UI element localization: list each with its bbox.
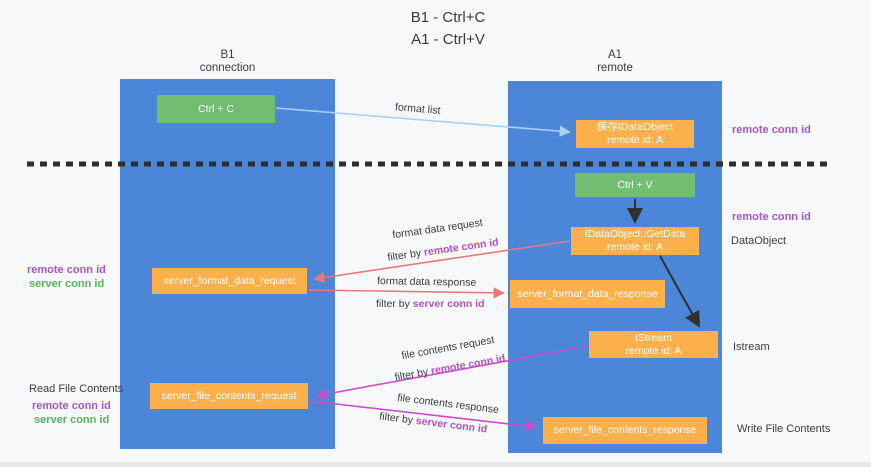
node-ctrl-c-label: Ctrl + C: [198, 102, 234, 115]
node-istream-line1: IStream: [635, 331, 672, 344]
annotation-read-file-contents: Read File Contents: [29, 383, 124, 395]
lifeline-b1-role: connection: [199, 62, 256, 74]
lifeline-b1-name: B1: [220, 49, 235, 61]
filter-by-text: filter by: [386, 246, 425, 264]
node-save-idataobject-line1: 保存IDataObject: [596, 121, 674, 133]
remote-conn-id-key: remote conn id: [423, 236, 500, 259]
lifeline-header-b1: B1 connection: [120, 49, 335, 75]
annotation-remote-conn-id-mid: remote conn id: [732, 211, 811, 223]
title-line-2: A1 - Ctrl+V: [411, 31, 485, 48]
annotation-left-remote-conn-id-1: remote conn id: [27, 264, 106, 276]
format-data-response-arrow: [308, 287, 505, 299]
annotation-write-file-contents: Write File Contents: [737, 423, 831, 435]
filter-by-text: filter by: [393, 365, 433, 384]
node-istream: IStream remote id: A: [589, 331, 718, 358]
lifeline-a1-name: A1: [607, 49, 623, 61]
node-ctrl-v: Ctrl + V: [575, 173, 695, 197]
node-server-file-contents-response: server_file_contents_response: [543, 417, 707, 444]
label-format-data-response: format data response: [376, 275, 477, 289]
node-ctrl-v-label: Ctrl + V: [617, 178, 653, 191]
annotation-istream: Istream: [733, 341, 770, 353]
node-format-response-label: server_format_data_response: [517, 287, 658, 300]
filter-by-text: filter by: [376, 298, 413, 310]
server-conn-id-key: server conn id: [412, 298, 485, 310]
node-save-idataobject-line2: remote id: A: [606, 134, 664, 146]
node-server-format-data-response: server_format_data_response: [510, 280, 665, 308]
node-format-request-label: server_format_data_request: [163, 274, 296, 287]
bottom-edge-strip: [0, 462, 871, 467]
node-file-response-label: server_file_contents_response: [553, 424, 697, 436]
filter-by-text: filter by: [378, 410, 417, 427]
annotation-left-remote-conn-id-2: remote conn id: [32, 400, 111, 412]
label-file-contents-response-filter: filter by server conn id: [379, 410, 488, 435]
label-format-data-response-filter: filter by server conn id: [376, 298, 485, 310]
server-conn-id-key: server conn id: [415, 414, 488, 436]
remote-conn-id-key: remote conn id: [430, 352, 507, 378]
lifeline-a1-role: remote: [597, 62, 633, 74]
annotation-dataobject: DataObject: [731, 235, 787, 247]
node-server-format-data-request: server_format_data_request: [152, 268, 307, 294]
node-server-file-contents-request: server_file_contents_request: [150, 383, 308, 409]
node-idataobject-getdata: IDataObject::GetData remote id: A: [571, 227, 699, 255]
node-save-idataobject: 保存IDataObject remote id: A: [576, 120, 694, 148]
diagram-title: B1 - Ctrl+C A1 - Ctrl+V: [411, 7, 486, 51]
node-istream-line2: remote id: A: [625, 344, 682, 357]
lifeline-header-a1: A1 remote: [508, 49, 722, 75]
annotation-left-server-conn-id-1: server conn id: [29, 278, 105, 290]
label-format-data-request: format data request: [391, 216, 484, 242]
label-format-data-request-filter: filter by remote conn id: [387, 236, 500, 263]
node-getdata-line1: IDataObject::GetData: [584, 228, 686, 240]
annotation-remote-conn-id-top: remote conn id: [732, 124, 811, 136]
node-file-request-label: server_file_contents_request: [161, 389, 297, 402]
node-ctrl-c: Ctrl + C: [157, 95, 275, 123]
label-file-contents-response: file contents response: [396, 391, 500, 417]
annotation-left-server-conn-id-2: server conn id: [34, 414, 110, 426]
node-getdata-line2: remote id: A: [606, 241, 664, 253]
title-line-1: B1 - Ctrl+C: [410, 9, 486, 26]
label-format-list: format list: [394, 101, 441, 117]
